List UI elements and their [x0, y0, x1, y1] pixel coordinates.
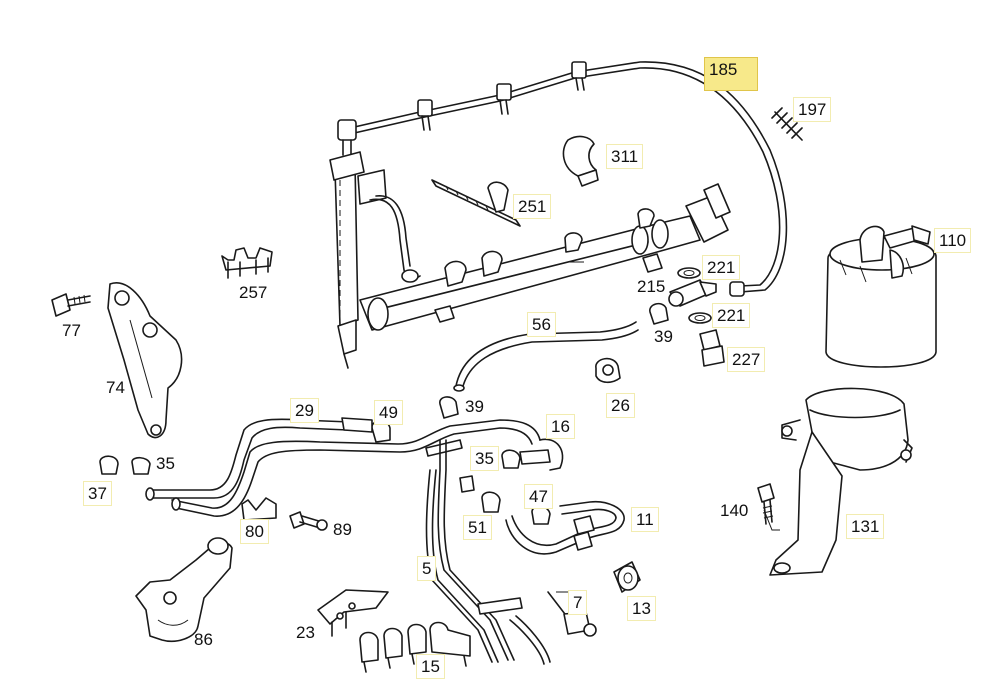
part-197-drawing: [771, 107, 803, 141]
callout-29[interactable]: 29: [290, 398, 319, 423]
bolt-77-drawing: [51, 293, 91, 317]
callout-257[interactable]: 257: [239, 283, 268, 302]
callout-39-lower[interactable]: 39: [465, 397, 484, 416]
callout-7[interactable]: 7: [568, 590, 588, 615]
callout-16[interactable]: 16: [546, 414, 575, 439]
callout-51[interactable]: 51: [463, 515, 492, 540]
callout-23[interactable]: 23: [296, 623, 315, 642]
callout-47[interactable]: 47: [524, 484, 553, 509]
bolt-140-drawing: [757, 483, 775, 525]
callout-251[interactable]: 251: [513, 194, 552, 219]
fuel-line-185-drawing: [337, 61, 788, 297]
leader-lines: [556, 261, 780, 593]
bracket-74-drawing: [107, 282, 183, 439]
callout-26[interactable]: 26: [606, 393, 635, 418]
callout-35-left[interactable]: 35: [156, 454, 175, 473]
callout-49[interactable]: 49: [374, 400, 403, 425]
callout-215[interactable]: 215: [637, 277, 666, 296]
fuel-filter-110-drawing: [825, 225, 937, 368]
callout-56[interactable]: 56: [527, 312, 556, 337]
callout-185[interactable]: 185: [704, 57, 758, 91]
callout-15[interactable]: 15: [416, 654, 445, 679]
fuel-lines-29-16-drawing: [145, 417, 564, 517]
callout-131[interactable]: 131: [846, 514, 885, 539]
callout-221-bottom[interactable]: 221: [712, 303, 751, 328]
clamp-39-drawing: [439, 302, 669, 419]
part-257-drawing: [221, 247, 273, 279]
callout-86[interactable]: 86: [194, 630, 213, 649]
bracket-86-drawing: [135, 537, 233, 642]
bracket-23-drawing: [317, 589, 389, 637]
injector-drawing: [329, 151, 421, 369]
callout-74[interactable]: 74: [106, 378, 125, 397]
callout-35-middle[interactable]: 35: [470, 446, 499, 471]
hose-11-drawing: [505, 500, 625, 555]
callout-77[interactable]: 77: [62, 321, 81, 340]
callout-311[interactable]: 311: [606, 144, 644, 169]
clamp-26-drawing: [595, 357, 621, 384]
callout-11[interactable]: 11: [631, 507, 659, 532]
washers-221-drawing: [677, 267, 712, 324]
callout-140[interactable]: 140: [720, 501, 749, 520]
part-13-drawing: [613, 561, 641, 593]
clamps-small-drawing: [99, 449, 551, 525]
bracket-131-drawing: [769, 387, 913, 576]
part-227-drawing: [699, 329, 725, 367]
callout-80[interactable]: 80: [240, 519, 269, 544]
callout-13[interactable]: 13: [627, 596, 656, 621]
clips-15-drawing: [359, 621, 471, 673]
callout-89[interactable]: 89: [333, 520, 352, 539]
callout-5[interactable]: 5: [417, 556, 437, 581]
callout-197[interactable]: 197: [793, 97, 832, 122]
callout-221-top[interactable]: 221: [702, 255, 741, 280]
callout-37[interactable]: 37: [83, 481, 112, 506]
part-311-drawing: [562, 135, 599, 187]
fuel-rail-drawing: [359, 183, 731, 331]
callout-39-upper[interactable]: 39: [654, 327, 673, 346]
part-251-drawing: [431, 179, 521, 227]
callout-110[interactable]: 110: [934, 228, 972, 253]
callout-227[interactable]: 227: [727, 347, 766, 372]
part-215-drawing: [668, 279, 717, 307]
